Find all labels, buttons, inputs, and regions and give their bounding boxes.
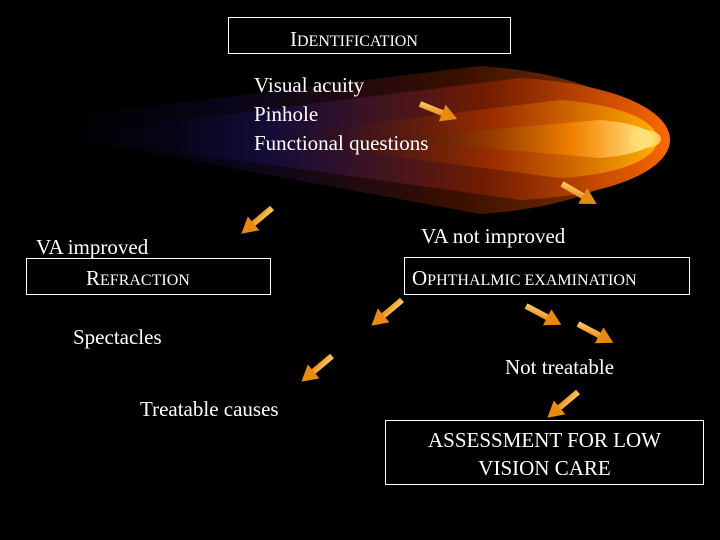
arrow-left-down-icon [301,353,334,382]
spectacles-label: Spectacles [73,325,162,349]
treatable-causes-label: Treatable causes [140,397,279,421]
va-not-improved-label: VA not improved [421,224,566,248]
arrow-right-down-icon [524,303,562,326]
identification-title: IDENTIFICATION [290,27,418,51]
arrow-right-down-icon [576,321,614,344]
ophthalmic-box [404,257,690,295]
test-pinhole: Pinhole [254,102,319,126]
assessment-box [385,420,704,485]
arrow-left-down-icon [547,389,580,418]
refraction-title: REFRACTION [86,266,190,290]
refraction-box [26,258,271,295]
arrow-right-down-icon [418,101,458,122]
va-improved-label: VA improved [36,235,149,259]
assessment-line-1: ASSESSMENT FOR LOW [428,428,661,452]
identification-box [228,17,511,54]
test-functional-questions: Functional questions [254,131,429,155]
arrow-left-down-icon [241,205,274,234]
not-treatable-label: Not treatable [505,355,615,379]
arrow-right-down-icon [560,181,597,204]
assessment-line-2: VISION CARE [478,456,611,480]
ophthalmic-title: OPHTHALMIC EXAMINATION [412,266,637,290]
test-visual-acuity: Visual acuity [254,73,365,97]
arrow-left-down-icon [371,297,404,326]
